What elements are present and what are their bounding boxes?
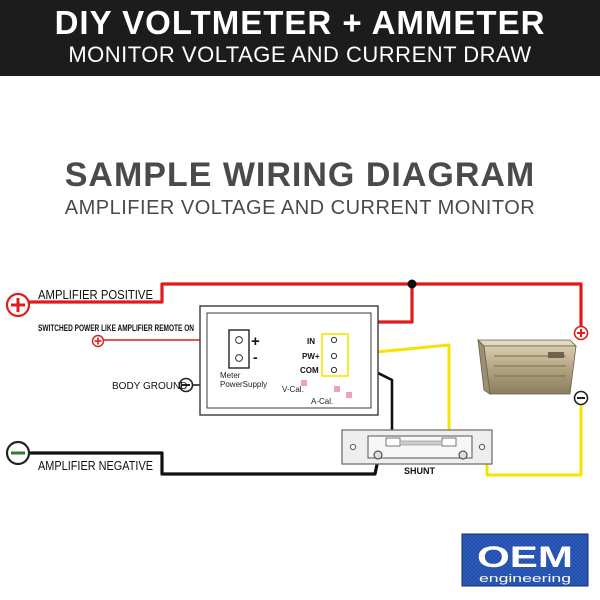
amp-positive-wire <box>26 282 583 328</box>
meter-minus-label: - <box>253 349 258 365</box>
pw-screw <box>330 352 338 360</box>
amp-terminal-negative-symbol <box>573 390 589 406</box>
acal-label: A-Cal. <box>311 397 333 406</box>
meter-supply-label-1: Meter <box>220 371 241 380</box>
meter-supply-label-2: PowerSupply <box>220 380 267 389</box>
body-ground-symbol <box>178 377 194 393</box>
switched-power-symbol <box>91 334 105 348</box>
shunt-label: SHUNT <box>404 466 436 476</box>
logo-main-text: OEM <box>477 541 573 574</box>
diagram-title: SAMPLE WIRING DIAGRAM <box>64 156 536 194</box>
meter-signal-terminal <box>321 333 349 377</box>
title-banner: DIY VOLTMETER + AMMETER MONITOR VOLTAGE … <box>0 0 600 76</box>
meter-plus-label: + <box>251 333 260 350</box>
acal-pot-2 <box>346 392 352 398</box>
pw-label: PW+ <box>302 352 320 361</box>
acal-pot-1 <box>334 386 340 392</box>
meter-plus-screw <box>235 336 243 344</box>
shunt: SHUNT <box>341 429 493 476</box>
body-ground-label: BODY GROUND <box>112 381 187 392</box>
amplifier <box>477 338 577 395</box>
amp-terminal-positive-symbol <box>573 325 589 341</box>
amp-negative-label: AMPLIFIER NEGATIVE <box>38 458 153 473</box>
banner-subtitle: MONITOR VOLTAGE AND CURRENT DRAW <box>68 42 532 67</box>
amp-positive-symbol <box>5 292 31 318</box>
shunt-left-screw <box>373 450 383 460</box>
amp-positive-label: AMPLIFIER POSITIVE <box>38 287 153 302</box>
amp-negative-symbol <box>5 440 31 466</box>
in-screw <box>330 336 338 344</box>
logo-sub-text: engineering <box>479 573 571 585</box>
vcal-pot <box>301 380 307 386</box>
in-label: IN <box>307 337 315 346</box>
meter-body: + - Meter PowerSupply IN PW+ COM V-Cal. … <box>199 305 379 416</box>
meter-power-terminal <box>228 329 250 369</box>
oem-logo: OEM engineering <box>461 533 589 587</box>
splice-junction <box>407 279 417 289</box>
banner-title: DIY VOLTMETER + AMMETER <box>54 4 546 41</box>
vcal-label: V-Cal. <box>282 385 304 394</box>
amp-negative-wire <box>26 451 381 476</box>
meter-minus-screw <box>235 354 243 362</box>
com-screw <box>330 366 338 374</box>
diagram-subtitle: AMPLIFIER VOLTAGE AND CURRENT MONITOR <box>64 197 536 219</box>
com-label: COM <box>300 366 319 375</box>
shunt-right-screw <box>458 450 468 460</box>
switched-power-label: SWITCHED POWER LIKE AMPLIFIER REMOTE ON <box>38 323 194 334</box>
